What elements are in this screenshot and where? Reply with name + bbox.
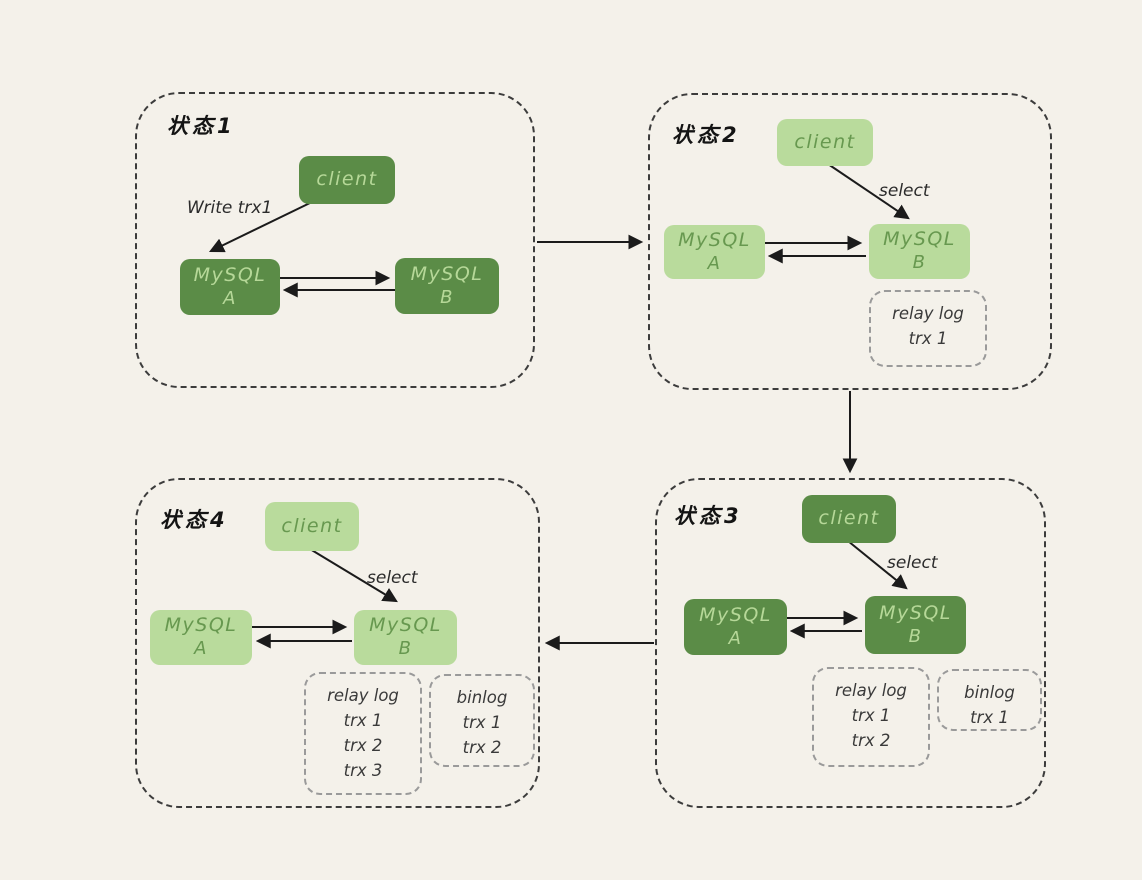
mysql-a-id: A [223, 287, 237, 309]
mysql-a-node: MySQL A [180, 259, 280, 315]
relay-log-box: relay log trx 1 [869, 290, 987, 367]
select-arrow-label: select [367, 568, 418, 588]
client-label: client [316, 168, 378, 191]
client-label: client [281, 514, 343, 537]
mysql-a-id: A [707, 252, 722, 274]
mysql-b-id: B [398, 638, 413, 660]
mysql-a-name: MySQL [678, 228, 751, 251]
mysql-b-name: MySQL [883, 228, 956, 251]
log-entry: trx 1 [970, 708, 1009, 727]
panel-state-2: 状态2 client select MySQL A MySQL B relay … [648, 93, 1052, 390]
panel-title: 状态3 [674, 504, 743, 528]
relay-log-box: relay log trx 1 trx 2 [812, 667, 930, 767]
relay-log-title: relay log [327, 686, 399, 705]
log-entry: trx 2 [462, 738, 502, 757]
mysql-b-name: MySQL [369, 614, 442, 637]
binlog-box: binlog trx 1 trx 2 [429, 674, 535, 767]
client-node: client [777, 119, 873, 166]
client-node: client [802, 495, 896, 543]
select-arrow-label: select [887, 553, 938, 573]
binlog-title: binlog [456, 688, 508, 707]
mysql-a-name: MySQL [699, 603, 772, 626]
relay-log-title: relay log [835, 681, 907, 700]
mysql-b-id: B [908, 625, 923, 647]
select-arrow-label: select [879, 181, 930, 201]
panel-state-1: 状态1 client Write trx1 MySQL A MySQL B [135, 92, 535, 388]
log-entry: trx 1 [851, 706, 891, 725]
mysql-a-name: MySQL [164, 614, 238, 637]
panel-title: 状态1 [167, 114, 236, 138]
mysql-b-node: MySQL B [354, 610, 457, 665]
mysql-a-id: A [194, 638, 208, 660]
client-node: client [265, 502, 359, 551]
log-entry: trx 2 [343, 736, 383, 755]
panel-state-4: 状态4 client select MySQL A MySQL B relay … [135, 478, 540, 808]
panel-title: 状态2 [672, 123, 741, 147]
mysql-a-node: MySQL A [150, 610, 252, 665]
write-arrow-label: Write trx1 [187, 198, 273, 218]
mysql-b-id: B [440, 286, 454, 308]
mysql-b-node: MySQL B [395, 258, 499, 314]
log-entry: trx 1 [908, 329, 948, 348]
client-node: client [299, 156, 395, 204]
binlog-title: binlog [964, 683, 1015, 702]
relay-log-box: relay log trx 1 trx 2 trx 3 [304, 672, 422, 795]
panel-title: 状态4 [160, 508, 229, 532]
log-entry: trx 1 [343, 711, 383, 730]
binlog-box: binlog trx 1 [937, 669, 1042, 731]
panel-state-3: 状态3 client select MySQL A MySQL B relay … [655, 478, 1046, 808]
mysql-b-name: MySQL [879, 601, 952, 624]
log-entry: trx 3 [343, 761, 383, 780]
client-label: client [818, 507, 880, 530]
log-entry: trx 2 [851, 731, 891, 750]
relay-log-title: relay log [892, 304, 964, 323]
mysql-b-name: MySQL [410, 262, 484, 285]
client-label: client [794, 130, 856, 153]
log-entry: trx 1 [462, 713, 502, 732]
mysql-a-id: A [728, 627, 743, 649]
mysql-b-node: MySQL B [869, 224, 970, 279]
mysql-a-node: MySQL A [684, 599, 787, 655]
mysql-a-name: MySQL [193, 263, 267, 286]
mysql-b-node: MySQL B [865, 596, 966, 654]
mysql-a-node: MySQL A [664, 225, 765, 279]
mysql-b-id: B [912, 252, 927, 274]
